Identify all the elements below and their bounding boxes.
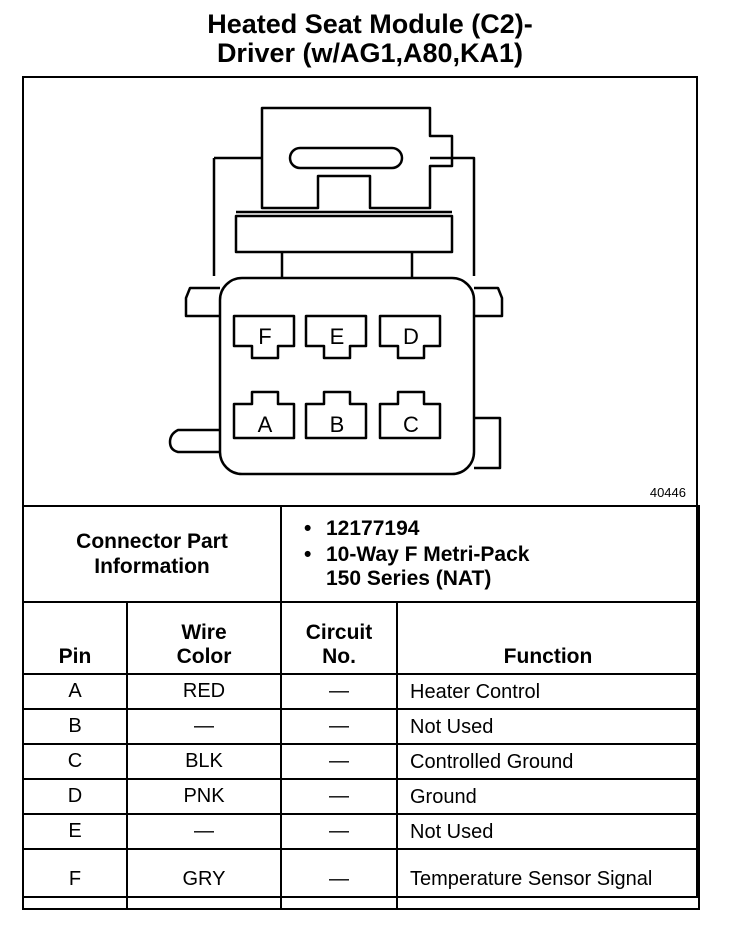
pin-cell: D: [22, 778, 128, 815]
connector-type-line-2: 150 Series (NAT): [326, 567, 492, 590]
header-circuit-line-2: No.: [322, 645, 356, 668]
cavity-label-f: F: [258, 324, 271, 349]
title-line-1: Heated Seat Module (C2)-: [207, 9, 533, 39]
tab-slot: [288, 146, 404, 170]
cavity-label-e: E: [330, 324, 345, 349]
wire-color-cell: GRY: [126, 848, 282, 910]
circuit-cell: —: [280, 813, 398, 850]
table-row: F GRY — Temperature Sensor Signal: [22, 848, 700, 910]
cavity-label-d: D: [403, 324, 419, 349]
table-row: E — — Not Used: [22, 813, 700, 850]
table-row: B — — Not Used: [22, 708, 700, 745]
connector-table: Connector Part Information 12177194 10-W…: [22, 505, 700, 910]
left-latch: [184, 286, 220, 318]
wire-color-cell: BLK: [126, 743, 282, 780]
wire-color-cell: PNK: [126, 778, 282, 815]
connector-type: 10-Way F Metri-Pack 150 Series (NAT): [304, 543, 698, 591]
title-line-2: Driver (w/AG1,A80,KA1): [216, 38, 524, 68]
header-wire-color: Wire Color: [126, 601, 282, 675]
wire-color-cell: —: [126, 813, 282, 850]
upper-shroud: [212, 156, 476, 276]
table-header-row: Pin Wire Color Circuit No. Function: [22, 601, 700, 675]
figure-id: 40446: [649, 485, 686, 500]
circuit-cell: —: [280, 673, 398, 710]
cavity-row-bottom: [232, 390, 442, 440]
table-row: C BLK — Controlled Ground: [22, 743, 700, 780]
connector-type-line-1: 10-Way F Metri-Pack: [326, 543, 530, 566]
pin-cell: B: [22, 708, 128, 745]
table-row: A RED — Heater Control: [22, 673, 700, 710]
right-lower-latch: [474, 416, 502, 470]
function-cell: Not Used: [396, 813, 700, 850]
function-cell: Heater Control: [396, 673, 700, 710]
cavity-label-a: A: [258, 412, 273, 437]
wire-color-cell: RED: [126, 673, 282, 710]
function-cell: Temperature Sensor Signal: [396, 848, 700, 910]
header-wire-line-1: Wire: [181, 621, 227, 644]
connector-part-number: 12177194: [304, 517, 698, 541]
cavity-label-c: C: [403, 412, 419, 437]
pin-cell: F: [22, 848, 128, 910]
cavity-row-top: [232, 314, 442, 360]
pin-cell: C: [22, 743, 128, 780]
shroud-neck: [280, 252, 414, 278]
table-row: D PNK — Ground: [22, 778, 700, 815]
pin-cell: A: [22, 673, 128, 710]
connector-info-list: 12177194 10-Way F Metri-Pack 150 Series …: [280, 505, 700, 603]
pin-cell: E: [22, 813, 128, 850]
cavity-label-b: B: [330, 412, 345, 437]
circuit-cell: —: [280, 708, 398, 745]
connector-info-label: Connector Part Information: [22, 505, 282, 603]
connector-drawing: F E D A B C 40446: [22, 76, 698, 506]
wire-color-cell: —: [126, 708, 282, 745]
header-wire-line-2: Color: [176, 645, 232, 668]
header-function: Function: [396, 601, 700, 675]
connector-info-label-line-1: Connector Part: [76, 530, 228, 553]
left-lower-latch: [168, 428, 220, 454]
connector-face-svg: F E D A B C: [168, 106, 504, 476]
connector-info-row: Connector Part Information 12177194 10-W…: [22, 505, 700, 603]
header-circuit-line-1: Circuit: [305, 621, 373, 644]
function-cell: Ground: [396, 778, 700, 815]
circuit-cell: —: [280, 743, 398, 780]
function-cell: Not Used: [396, 708, 700, 745]
diagram-title: Heated Seat Module (C2)- Driver (w/AG1,A…: [0, 10, 740, 68]
function-cell: Controlled Ground: [396, 743, 700, 780]
circuit-cell: —: [280, 848, 398, 910]
circuit-cell: —: [280, 778, 398, 815]
connector-info-label-line-2: Information: [94, 555, 210, 578]
header-pin: Pin: [22, 601, 128, 675]
locking-tab: [260, 106, 454, 210]
right-latch: [474, 286, 504, 318]
header-circuit-no: Circuit No.: [280, 601, 398, 675]
connector-body: [218, 276, 476, 476]
